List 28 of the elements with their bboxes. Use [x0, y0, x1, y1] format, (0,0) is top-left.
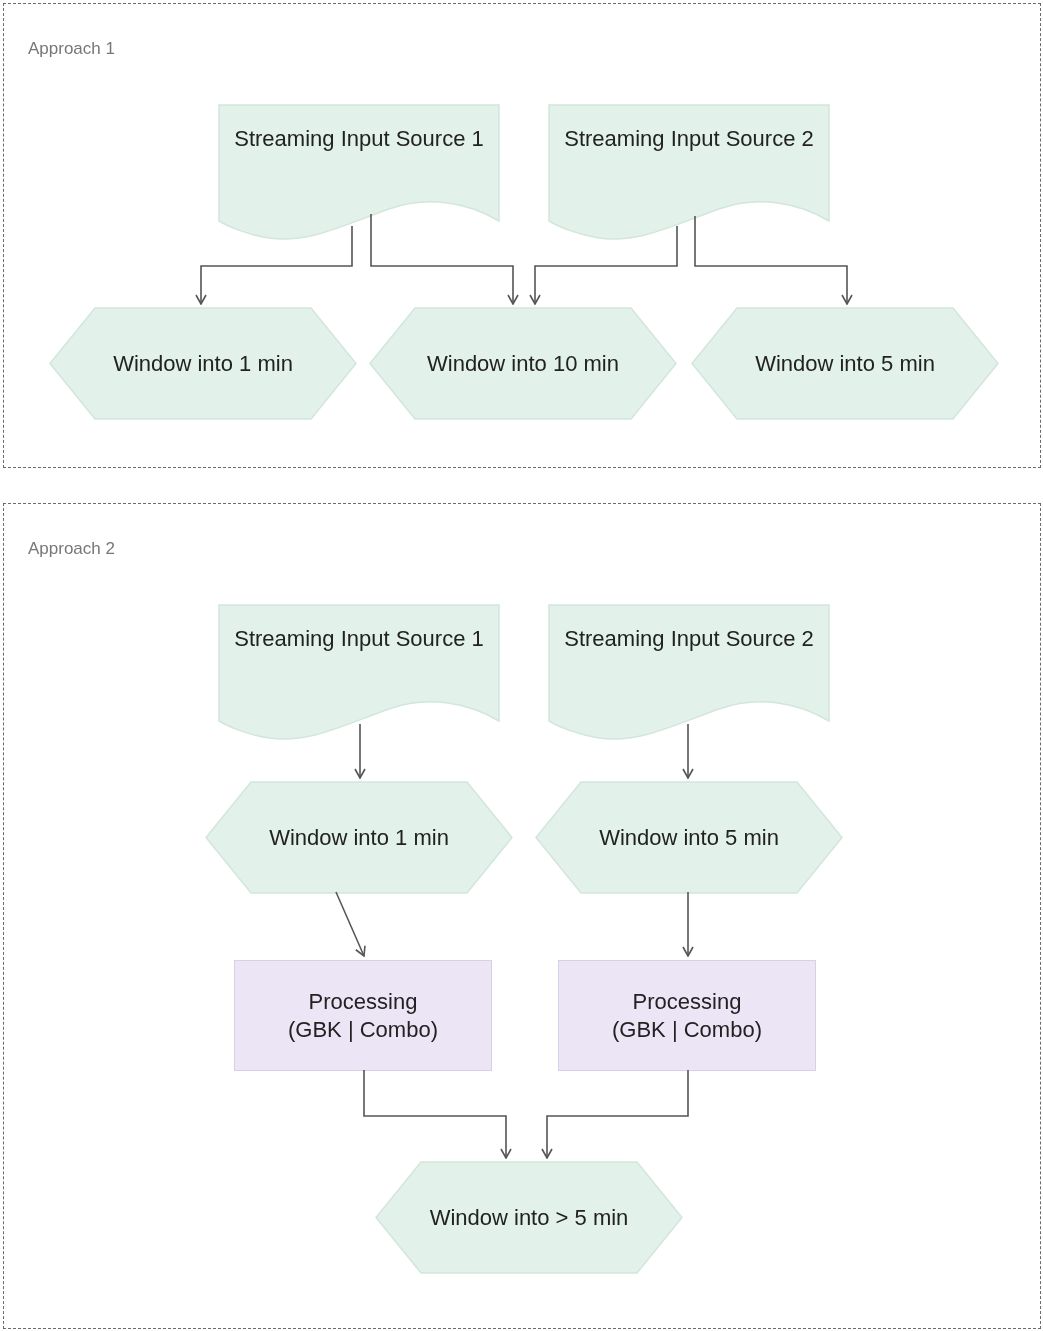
node-label: Window into > 5 min — [429, 1203, 629, 1232]
node-label: Window into 1 min — [113, 349, 293, 378]
node-label: Processing (GBK | Combo) — [611, 987, 763, 1044]
arrow — [529, 225, 678, 305]
dashed-panel — [3, 3, 1041, 468]
processing-box — [558, 960, 816, 1071]
node-label: Window into 1 min — [269, 823, 449, 852]
arrow — [195, 225, 353, 305]
node-label: Processing (GBK | Combo) — [287, 987, 439, 1044]
arrow — [682, 723, 694, 779]
arrow — [682, 891, 694, 957]
dashed-panel — [3, 503, 1041, 1329]
node-label: Window into 5 min — [755, 349, 935, 378]
arrow — [354, 723, 366, 779]
section-title: Approach 1 — [28, 38, 115, 60]
arrow — [370, 213, 519, 305]
node-label: Streaming Input Source 2 — [564, 625, 814, 653]
node-label: Streaming Input Source 1 — [234, 125, 484, 153]
arrow — [335, 891, 366, 957]
section-title: Approach 2 — [28, 538, 115, 560]
processing-box — [234, 960, 492, 1071]
node-label: Window into 10 min — [427, 349, 619, 378]
node-label: Streaming Input Source 2 — [564, 125, 814, 153]
arrow — [541, 1069, 689, 1159]
arrow — [694, 215, 853, 305]
arrow — [363, 1069, 512, 1159]
node-label: Window into 5 min — [599, 823, 779, 852]
node-label: Streaming Input Source 1 — [234, 625, 484, 653]
